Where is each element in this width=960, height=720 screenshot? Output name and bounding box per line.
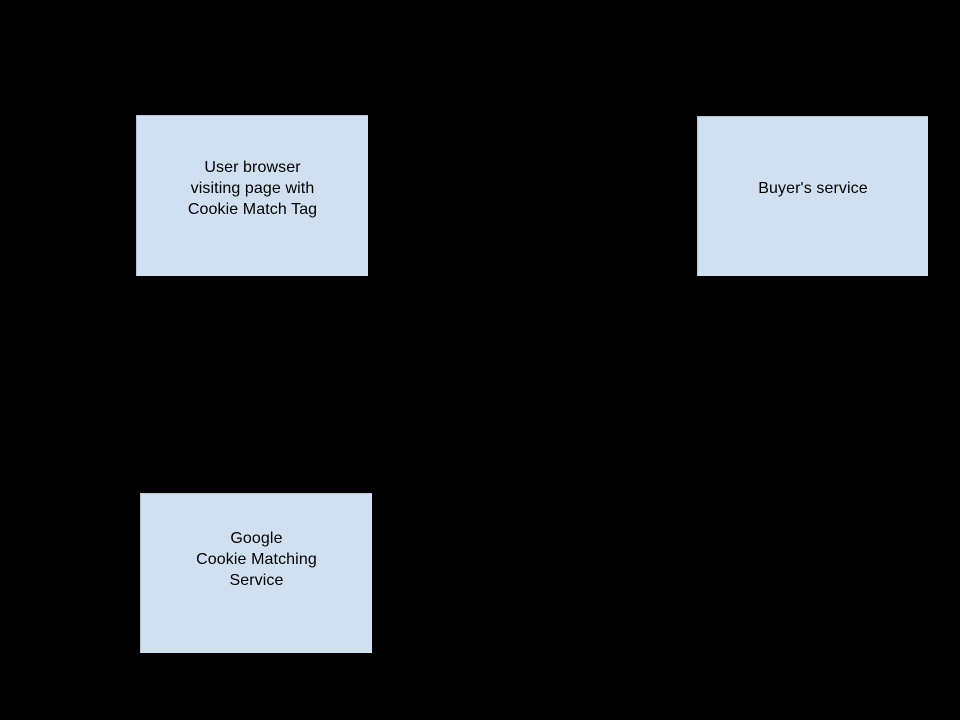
node-user-browser[interactable]: User browser visiting page with Cookie M…: [136, 115, 368, 276]
node-user-browser-label: User browser visiting page with Cookie M…: [187, 158, 318, 218]
node-google-cookie-matching-label: Google Cookie Matching Service: [196, 530, 317, 589]
node-buyers-service[interactable]: Buyer's service: [697, 116, 928, 276]
node-buyers-service-label: Buyer's service: [758, 180, 868, 197]
node-google-cookie-matching[interactable]: Google Cookie Matching Service: [140, 493, 372, 653]
